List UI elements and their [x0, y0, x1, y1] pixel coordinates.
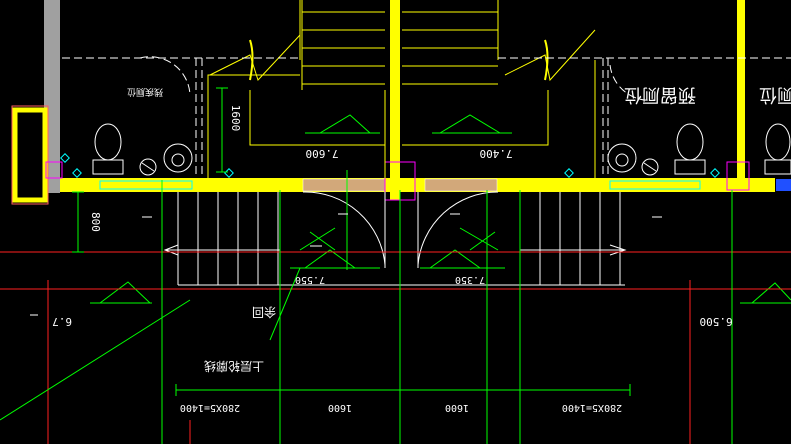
stair-arrows [163, 244, 627, 256]
landing-outline-right [402, 60, 596, 178]
dim-label-800-vertical: 800 [89, 212, 102, 232]
elevation-label-left: 7.600 [305, 147, 338, 160]
marker-dashes [30, 213, 662, 316]
elevation-label-mid-left: 7.550 [295, 274, 325, 285]
door-handle-marks [299, 227, 499, 251]
column-marker-3 [45, 161, 63, 179]
wall-vertical-1 [390, 0, 400, 200]
cyan-markers [60, 153, 720, 178]
dim-label-1600-vertical: 1600 [229, 105, 242, 132]
note-contour: 上层轮廓线 [204, 359, 264, 374]
dimension-ticks [175, 384, 631, 396]
side-elevation-right: 6.500 [699, 315, 732, 328]
red-grid-lines [0, 251, 791, 444]
toilet-fixture-right [607, 123, 791, 176]
wall-horizontal [60, 178, 775, 192]
door-swing-right [417, 191, 499, 268]
note-railing: 余回 [252, 305, 276, 320]
elevation-label-right: 7.400 [479, 147, 512, 160]
dimension-c: 1600 [445, 402, 469, 413]
dimension-side [72, 87, 228, 253]
wall-vertical-2 [737, 0, 745, 192]
stair-upper-right [402, 11, 498, 85]
text-layer: 残疾厕位 预留厕位 预留厕位 1600 800 7.600 7.400 7.55… [52, 84, 791, 413]
room-partition-left [62, 56, 300, 178]
dimension-a: 280X5=1400 [180, 402, 240, 413]
dimension-d: 280X5=1400 [562, 402, 622, 413]
dimension-b: 1600 [328, 402, 352, 413]
door-sill-left [302, 178, 386, 192]
column-bracket-outline [11, 105, 49, 205]
room-label-right: 预留厕位 [759, 84, 791, 105]
window-right [609, 180, 701, 190]
room-label-left: 残疾厕位 [127, 86, 163, 98]
room-label-mid: 预留厕位 [624, 84, 696, 105]
window-left [99, 180, 193, 190]
toilet-fixture-left [92, 123, 193, 176]
column-marker-2 [726, 161, 750, 191]
door-sill-right [424, 178, 498, 192]
door-swing-left [302, 191, 386, 268]
green-axis-lines [0, 170, 733, 444]
wall-end-blue [776, 179, 791, 191]
handrail-curve-left [249, 39, 254, 81]
side-elevation-left: 6.7 [52, 315, 72, 328]
column-bracket [12, 107, 48, 203]
elevation-label-mid-right: 7.350 [455, 274, 485, 285]
landing-outline-left [207, 74, 386, 178]
stair-upper-left [301, 0, 385, 90]
